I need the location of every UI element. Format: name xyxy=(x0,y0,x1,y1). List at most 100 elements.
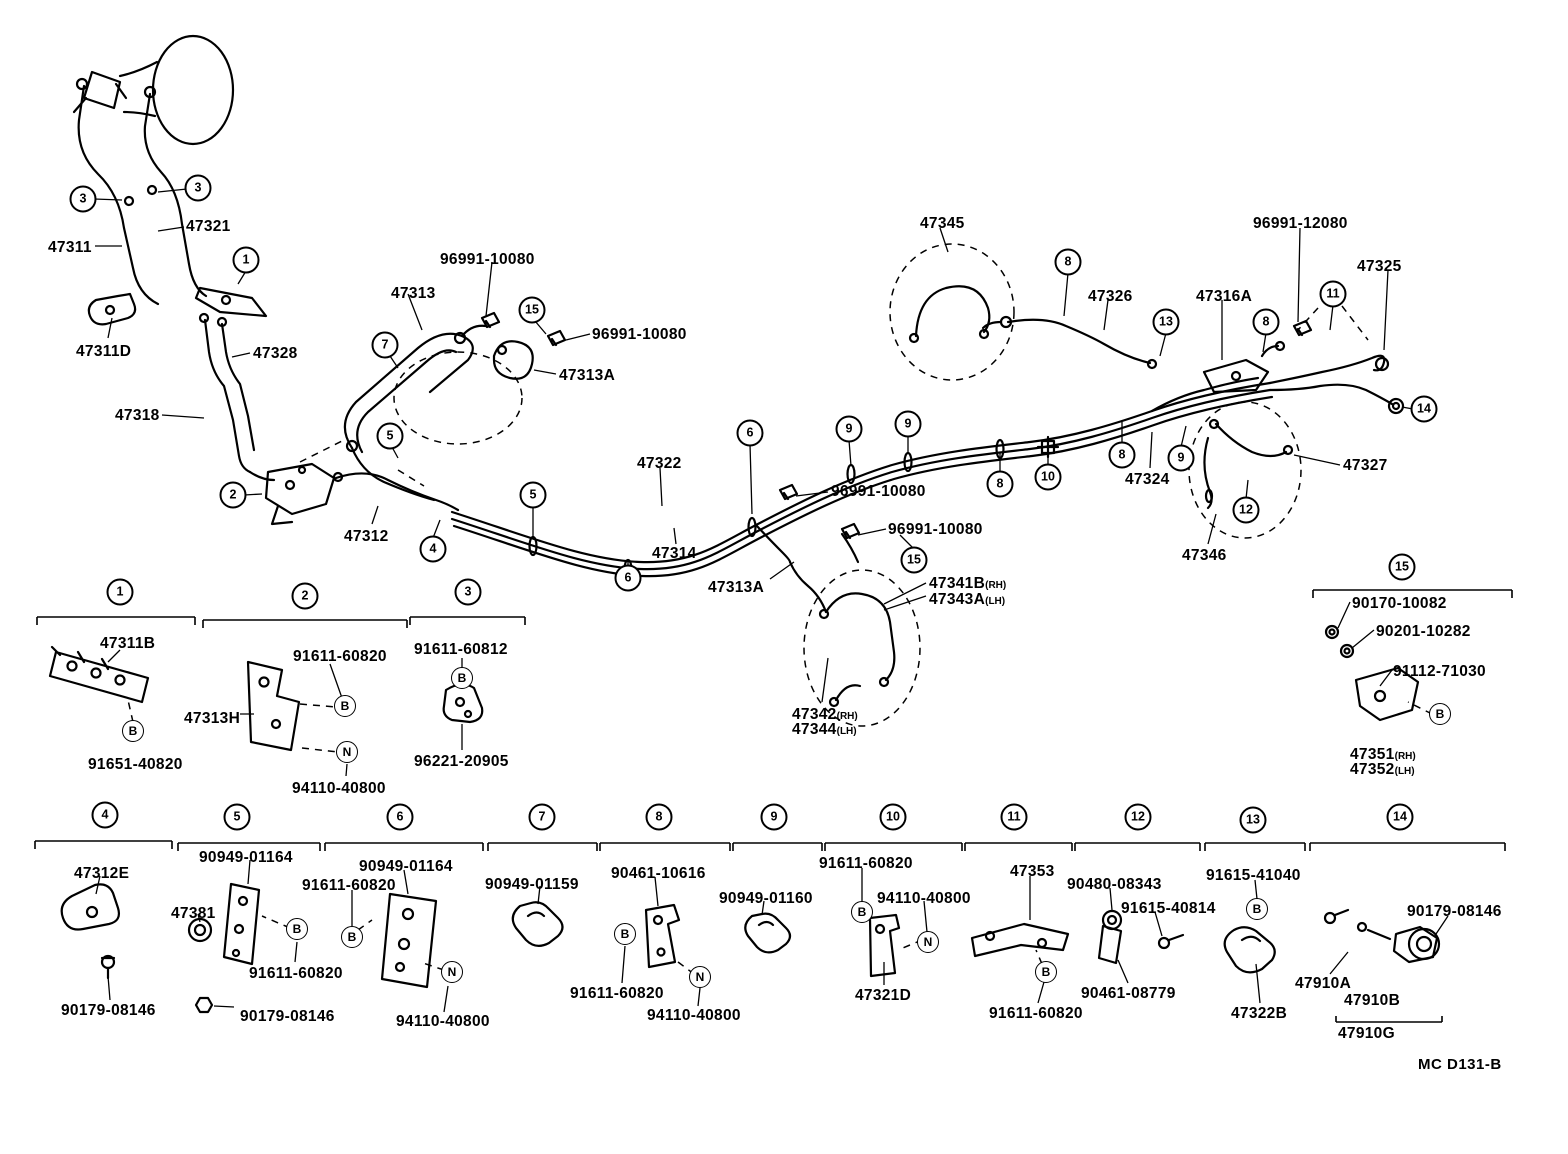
part-number-label: 47313A xyxy=(559,367,616,384)
part-number-label: 47312 xyxy=(344,528,389,545)
callout-number: 6 xyxy=(736,419,764,447)
callout-number: 8 xyxy=(1252,308,1280,336)
callout-number: 12 xyxy=(1232,496,1260,524)
callout-number: 7 xyxy=(371,331,399,359)
callout-number: 5 xyxy=(376,422,404,450)
part-number-label: 47311B xyxy=(100,635,156,652)
callout-number: 5 xyxy=(223,803,251,831)
fastener-letter-callout: B xyxy=(851,901,873,923)
callout-number: 13 xyxy=(1152,308,1180,336)
fastener-letter-callout: B xyxy=(1035,961,1057,983)
callout-number: 15 xyxy=(1388,553,1416,581)
part-number-label: 47328 xyxy=(253,345,298,362)
part-number-label: 47343A(LH) xyxy=(929,591,1006,608)
part-number-label: 96991-12080 xyxy=(1253,215,1348,232)
part-number-label: 90179-08146 xyxy=(1407,903,1502,920)
fastener-letter-callout: B xyxy=(334,695,356,717)
part-number-label: 96991-10080 xyxy=(831,483,926,500)
part-number-label: 91615-41040 xyxy=(1206,867,1301,884)
part-number-label: 96221-20905 xyxy=(414,753,509,770)
part-number-label: 91611-60820 xyxy=(302,877,396,894)
part-number-label: 91611-60820 xyxy=(570,985,664,1002)
callout-number: 8 xyxy=(986,470,1014,498)
callout-number: 2 xyxy=(291,582,319,610)
part-number-label: 90949-01160 xyxy=(719,890,813,907)
callout-number: 14 xyxy=(1410,395,1438,423)
callout-number: 10 xyxy=(1034,463,1062,491)
part-number-label: 47345 xyxy=(920,215,965,232)
part-number-label: 96991-10080 xyxy=(440,251,535,268)
part-number-label: 47351(RH) xyxy=(1350,746,1416,763)
fastener-letter-callout: B xyxy=(341,926,363,948)
part-number-label: 47327 xyxy=(1343,457,1388,474)
callout-number: 7 xyxy=(528,803,556,831)
callout-number: 4 xyxy=(419,535,447,563)
callout-number: 10 xyxy=(879,803,907,831)
fastener-letter-callout: N xyxy=(917,931,939,953)
part-number-label: 90170-10082 xyxy=(1352,595,1447,612)
part-number-label: 47325 xyxy=(1357,258,1402,275)
part-number-label: 90461-08779 xyxy=(1081,985,1176,1002)
part-number-label: 91611-60820 xyxy=(819,855,913,872)
fastener-letter-callout: B xyxy=(286,918,308,940)
callout-number: 9 xyxy=(894,410,922,438)
part-number-label: 47313 xyxy=(391,285,436,302)
fastener-letter-callout: B xyxy=(1246,898,1268,920)
part-number-label: 94110-40800 xyxy=(396,1013,490,1030)
part-number-label: 91112-71030 xyxy=(1393,663,1486,680)
part-number-label: 91651-40820 xyxy=(88,756,183,773)
callout-number: 1 xyxy=(106,578,134,606)
drawing-code: MC D131-B xyxy=(1418,1056,1502,1073)
part-number-label: 47910A xyxy=(1295,975,1352,992)
part-number-label: 47322 xyxy=(637,455,682,472)
part-number-label: 47910G xyxy=(1338,1025,1395,1042)
part-number-label: 47313H xyxy=(184,710,241,727)
part-number-label: 47352(LH) xyxy=(1350,761,1415,778)
part-number-label: 47353 xyxy=(1010,863,1055,880)
part-number-label: 91611-60820 xyxy=(293,648,387,665)
callout-number: 6 xyxy=(386,803,414,831)
part-number-label: 47346 xyxy=(1182,547,1227,564)
callout-number: 9 xyxy=(1167,444,1195,472)
fastener-letter-callout: N xyxy=(336,741,358,763)
part-number-label: 47311D xyxy=(76,343,132,360)
callout-number: 9 xyxy=(835,415,863,443)
fastener-letter-callout: N xyxy=(689,966,711,988)
part-number-label: 90201-10282 xyxy=(1376,623,1471,640)
callout-number: 6 xyxy=(614,564,642,592)
fastener-letter-callout: B xyxy=(1429,703,1451,725)
part-number-label: 94110-40800 xyxy=(877,890,971,907)
part-number-label: 47326 xyxy=(1088,288,1133,305)
part-number-label: 47316A xyxy=(1196,288,1253,305)
part-number-label: 47321 xyxy=(186,218,231,235)
callout-number: 2 xyxy=(219,481,247,509)
part-number-label: 47341B(RH) xyxy=(929,575,1007,592)
part-number-label: 47344(LH) xyxy=(792,721,857,738)
part-number-label: 90949-01159 xyxy=(485,876,579,893)
part-number-label: 90949-01164 xyxy=(199,849,293,866)
fastener-letter-callout: N xyxy=(441,961,463,983)
part-number-label: 47318 xyxy=(115,407,160,424)
part-number-label: 90179-08146 xyxy=(240,1008,335,1025)
callout-number: 14 xyxy=(1386,803,1414,831)
fastener-letter-callout: B xyxy=(122,720,144,742)
part-number-label: 91611-60812 xyxy=(414,641,508,658)
callout-number: 3 xyxy=(454,578,482,606)
callout-number: 15 xyxy=(900,546,928,574)
part-number-label: 47910B xyxy=(1344,992,1401,1009)
callout-number: 12 xyxy=(1124,803,1152,831)
callout-number: 11 xyxy=(1319,280,1347,308)
part-number-label: 47321D xyxy=(855,987,912,1004)
callout-number: 4 xyxy=(91,801,119,829)
part-number-label: 47312E xyxy=(74,865,130,882)
callout-number: 8 xyxy=(645,803,673,831)
callout-number: 5 xyxy=(519,481,547,509)
part-number-label: 91611-60820 xyxy=(249,965,343,982)
part-number-label: 90461-10616 xyxy=(611,865,706,882)
callout-number: 11 xyxy=(1000,803,1028,831)
part-number-label: 91615-40814 xyxy=(1121,900,1216,917)
fastener-letter-callout: B xyxy=(614,923,636,945)
callout-number: 3 xyxy=(184,174,212,202)
